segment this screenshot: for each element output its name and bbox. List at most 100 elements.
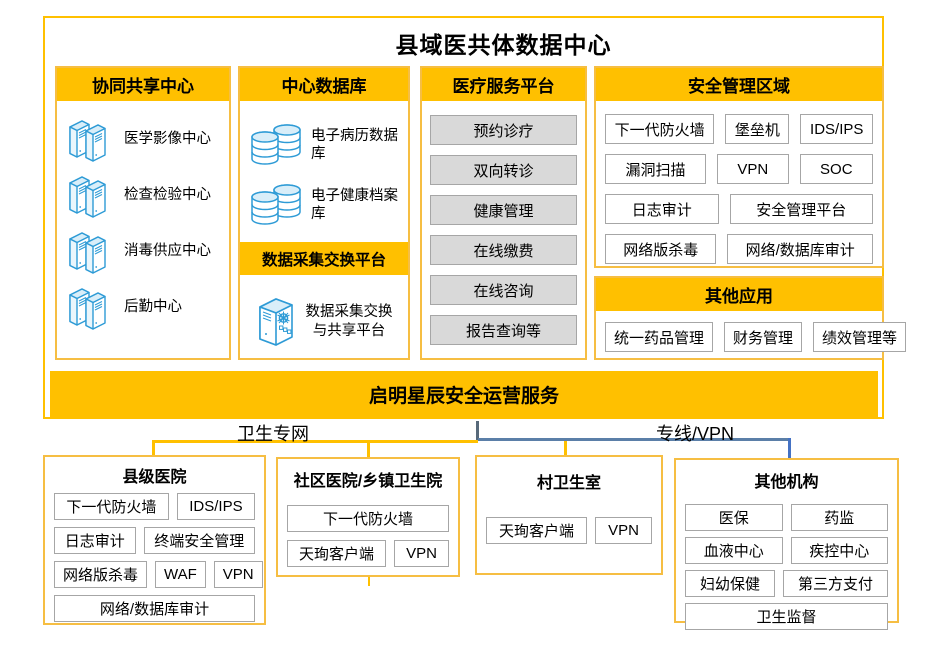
cell-row: 天珣客户端 VPN — [486, 517, 653, 544]
box-other-organizations: 其他机构 医保药监血液中心疾控中心妇幼保健第三方支付卫生监督 — [674, 458, 899, 630]
icon-item: 消毒供应中心 — [67, 227, 223, 275]
labeled-box: VPN — [213, 561, 263, 588]
panel-header-database: 中心数据库 — [240, 68, 408, 101]
box-village-clinic: 村卫生室 天珣客户端 VPN — [475, 455, 663, 575]
labeled-box: VPN — [394, 540, 450, 567]
server-icon — [67, 284, 115, 330]
icon-item-label: 电子病历数据库 — [311, 127, 398, 162]
cell-row: 下一代防火墙 IDS/IPS — [54, 493, 255, 520]
data-exchange-platform-label: 数据采集交换 与共享平台 — [305, 304, 393, 339]
server-icon — [67, 228, 115, 274]
icon-item: 医学影像中心 — [67, 115, 223, 163]
labeled-box: 天珣客户端 — [486, 517, 588, 544]
icon-item-label: 电子健康档案库 — [311, 187, 398, 222]
labeled-box: 网络/数据库审计 — [727, 234, 873, 264]
connector-drop-community — [367, 441, 370, 458]
service-button: 报告查询等 — [430, 315, 577, 345]
data-exchange-platform-item: 数据采集交换 与共享平台 — [240, 287, 408, 357]
cell-row: 漏洞扫描 VPN SOC — [605, 154, 873, 184]
box-cell-rows: 天珣客户端 VPN — [477, 493, 661, 544]
cell-row: 天珣客户端 VPN — [287, 540, 450, 567]
labeled-box: SOC — [799, 154, 873, 184]
labeled-box: 卫生监督 — [685, 603, 888, 630]
panel-header-services: 医疗服务平台 — [422, 68, 585, 101]
labeled-box: 财务管理 — [724, 322, 803, 352]
page-title: 县域医共体数据中心 — [395, 32, 612, 58]
icon-item: 检查检验中心 — [67, 171, 223, 219]
icon-item-label: 后勤中心 — [124, 298, 182, 315]
icon-item: 后勤中心 — [67, 283, 223, 331]
panel-header-other-apps: 其他应用 — [596, 278, 882, 311]
cell-row: 统一药品管理财务管理绩效管理等 — [605, 322, 907, 352]
cell-row: 医保药监 — [685, 504, 888, 531]
database-icon — [250, 123, 302, 167]
labeled-box: 妇幼保健 — [685, 570, 775, 597]
labeled-box: 天珣客户端 — [287, 540, 387, 567]
labeled-box: 网络/数据库审计 — [54, 595, 255, 622]
labeled-box: 日志审计 — [605, 194, 719, 224]
box-title: 县级医院 — [122, 469, 187, 486]
database-icon — [250, 183, 302, 227]
cell-row: 日志审计终端安全管理 — [54, 527, 255, 554]
labeled-box: 下一代防火墙 — [287, 505, 449, 532]
other-apps-cell-rows: 统一药品管理财务管理绩效管理等 — [596, 311, 907, 352]
connector-drop-county — [152, 441, 155, 456]
service-button: 在线咨询 — [430, 275, 577, 305]
label-leased-line-vpn: 专线/VPN — [656, 424, 735, 444]
box-title: 村卫生室 — [536, 475, 601, 492]
service-button: 健康管理 — [430, 195, 577, 225]
server-icon — [67, 172, 115, 218]
labeled-box: 网络版杀毒 — [54, 561, 148, 588]
icon-item: 电子健康档案库 — [250, 179, 402, 231]
connector-health-net-line — [152, 440, 478, 443]
box-cell-rows: 医保药监血液中心疾控中心妇幼保健第三方支付卫生监督 — [676, 492, 897, 630]
labeled-box: 绩效管理等 — [813, 322, 907, 352]
service-button: 在线缴费 — [430, 235, 577, 265]
labeled-box: 第三方支付 — [783, 570, 888, 597]
icon-item-label: 医学影像中心 — [124, 130, 211, 147]
box-title: 其他机构 — [754, 474, 819, 491]
labeled-box: IDS/IPS — [176, 493, 255, 520]
cell-row: 日志审计安全管理平台 — [605, 194, 873, 224]
panel-medical-services: 医疗服务平台 预约诊疗双向转诊健康管理在线缴费在线咨询报告查询等 — [420, 66, 587, 360]
subheader-data-exchange-platform: 数据采集交换平台 — [240, 242, 408, 275]
panel-header-collaboration: 协同共享中心 — [57, 68, 229, 101]
labeled-box: VPN — [716, 154, 789, 184]
box-title: 社区医院/乡镇卫生院 — [293, 473, 443, 490]
server-icon — [67, 116, 115, 162]
connector-vpn-line — [478, 438, 791, 441]
datacenter-frame: 县域医共体数据中心 协同共享中心 医学影像中心 — [43, 16, 907, 419]
cell-row: 血液中心疾控中心 — [685, 537, 888, 564]
panel-central-database: 中心数据库 电子病历数据库 电子健康档案库 数 — [238, 66, 410, 360]
labeled-box: VPN — [595, 517, 653, 544]
panel-collaboration-center: 协同共享中心 医学影像中心 — [55, 66, 231, 360]
labeled-box: 统一药品管理 — [605, 322, 714, 352]
service-button: 双向转诊 — [430, 155, 577, 185]
labeled-box: IDS/IPS — [800, 114, 873, 144]
labeled-box: 下一代防火墙 — [54, 493, 169, 520]
labeled-box: 漏洞扫描 — [605, 154, 706, 184]
connector-drop-village — [564, 440, 567, 456]
cell-row: 卫生监督 — [685, 603, 888, 630]
labeled-box: 日志审计 — [54, 527, 136, 554]
box-community-hospital: 社区医院/乡镇卫生院 下一代防火墙天珣客户端 VPN — [276, 457, 460, 577]
labeled-box: 堡垒机 — [725, 114, 790, 144]
icon-item: 电子病历数据库 — [250, 119, 402, 171]
cell-row: 下一代防火墙 — [287, 505, 449, 532]
labeled-box: 药监 — [790, 504, 888, 531]
labeled-box: 血液中心 — [685, 537, 783, 564]
panel-header-security: 安全管理区域 — [596, 68, 882, 101]
icon-item-label: 检查检验中心 — [124, 186, 211, 203]
database-item-list: 电子病历数据库 电子健康档案库 — [240, 101, 408, 231]
cell-row: 网络版杀毒网络/数据库审计 — [605, 234, 873, 264]
connector-tick-community-bottom — [368, 577, 370, 586]
service-button: 预约诊疗 — [430, 115, 577, 145]
connector-center-stub — [476, 421, 479, 441]
labeled-box: 医保 — [685, 504, 783, 531]
